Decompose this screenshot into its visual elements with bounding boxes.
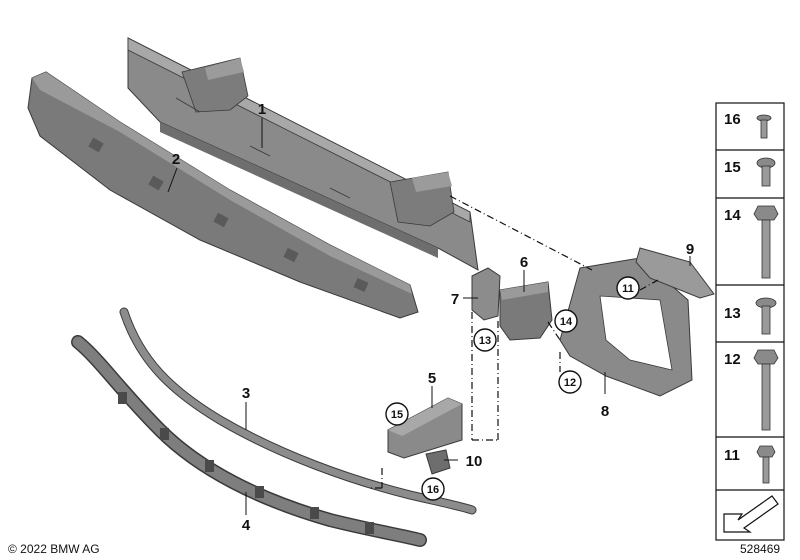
- part-3-strip: [119, 307, 477, 515]
- callout-8: 8: [601, 403, 609, 420]
- svg-text:13: 13: [479, 335, 491, 347]
- part-2-energy-absorber: [27, 71, 419, 319]
- part-10-clip: [425, 449, 451, 475]
- part-4-lower-support: [71, 335, 427, 547]
- panel-row-11: 11: [724, 445, 776, 484]
- svg-text:15: 15: [391, 409, 403, 421]
- svg-text:11: 11: [622, 283, 634, 295]
- callout-6: 6: [520, 254, 528, 271]
- part-5-bracket: [387, 397, 463, 459]
- short-bolt-icon: [756, 445, 776, 484]
- svg-text:14: 14: [560, 316, 573, 328]
- part-1-bumper-carrier: [127, 37, 479, 271]
- part-7-holder: [471, 267, 501, 321]
- leader-lines: [167, 118, 691, 515]
- callout-10: 10: [466, 453, 483, 470]
- callout-1: 1: [258, 101, 266, 118]
- circled-callouts: 11 12 13 14 15 16: [385, 276, 640, 501]
- copyright-text: © 2022 BMW AG: [8, 542, 100, 556]
- svg-text:16: 16: [724, 111, 741, 128]
- screw-icon: [755, 297, 777, 335]
- hex-bolt-icon: [753, 349, 779, 431]
- diagram-number: 528469: [740, 542, 780, 556]
- svg-text:12: 12: [724, 351, 741, 368]
- callout-2: 2: [172, 151, 180, 168]
- direction-arrow-icon: [723, 495, 779, 533]
- panel-row-14: 14: [724, 205, 779, 279]
- svg-text:12: 12: [564, 377, 576, 389]
- part-6-bracket: [499, 281, 553, 341]
- panel-row-16: 16: [724, 111, 772, 139]
- callout-9: 9: [686, 241, 694, 258]
- callout-labels: 1 2 3 4 5 6 7 8 9 10: [172, 101, 694, 534]
- rivet-icon: [756, 114, 772, 139]
- screw-icon: [756, 157, 776, 187]
- callout-4: 4: [242, 517, 251, 534]
- panel-row-13: 13: [724, 297, 777, 335]
- part-8-frame: [559, 257, 693, 397]
- circled-callout-11: 11: [616, 276, 640, 300]
- hex-bolt-icon: [753, 205, 779, 279]
- svg-text:14: 14: [724, 207, 741, 224]
- circled-callout-12: 12: [558, 370, 582, 394]
- callout-5: 5: [428, 370, 436, 387]
- callout-3: 3: [242, 385, 250, 402]
- panel-row-12: 12: [724, 349, 779, 431]
- circled-callout-15: 15: [385, 402, 409, 426]
- circled-callout-16: 16: [421, 477, 445, 501]
- svg-text:16: 16: [427, 484, 439, 496]
- fastener-panel: 16 15 14 13: [715, 102, 785, 541]
- circled-callout-14: 14: [554, 309, 578, 333]
- panel-row-15: 15: [724, 157, 776, 187]
- circled-callout-13: 13: [473, 328, 497, 352]
- callout-7: 7: [451, 291, 459, 308]
- svg-text:11: 11: [724, 447, 740, 464]
- svg-text:15: 15: [724, 159, 741, 176]
- assembly-lines: [370, 195, 659, 489]
- svg-text:13: 13: [724, 305, 741, 322]
